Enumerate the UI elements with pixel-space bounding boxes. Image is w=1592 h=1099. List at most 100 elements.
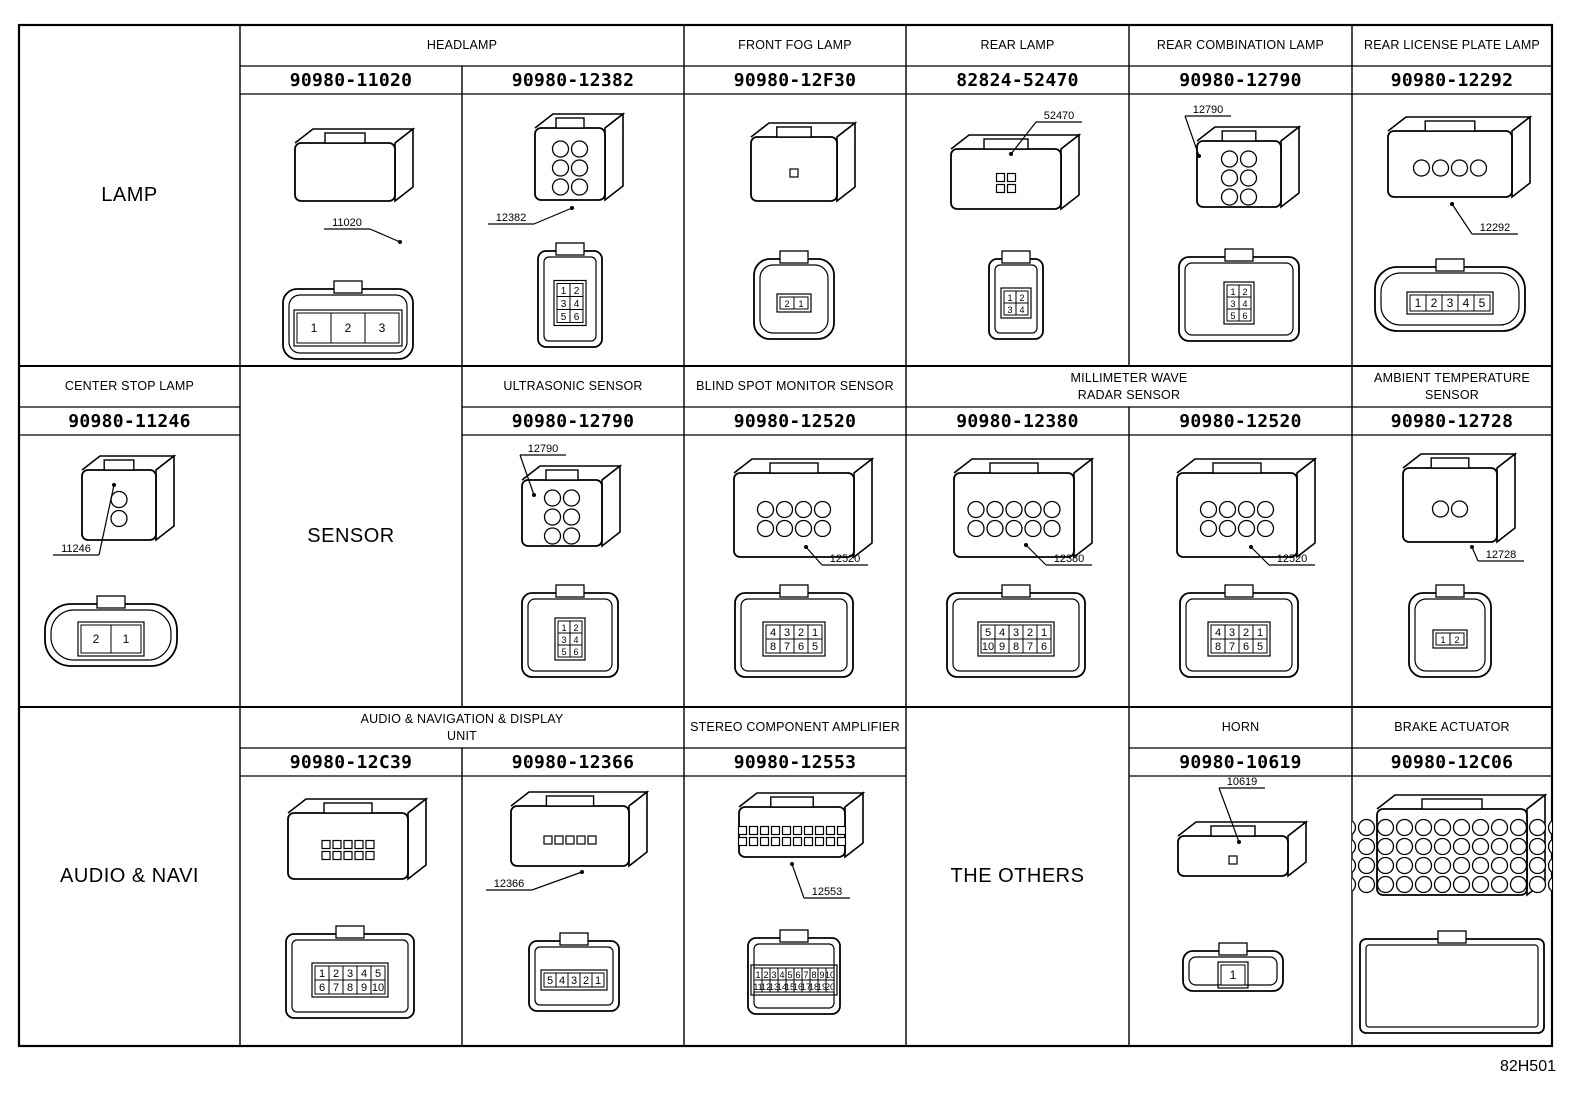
cavity [1357,875,1376,894]
housing-front [1402,467,1498,543]
header-millimeter-wave-radar-sensor: MILLIMETER WAVE RADAR SENSOR [1070,370,1188,402]
pin-cavity [330,312,366,344]
housing-side [601,464,621,548]
pin-number: 1 [812,627,818,639]
cavity [1509,837,1528,856]
pin-number: 2 [1242,287,1247,297]
cavity [1357,818,1376,837]
face-inner-outline [50,609,172,661]
cavity [1509,818,1528,837]
pin-number: 1 [755,970,760,980]
face-latch [1224,248,1254,262]
cavity [1490,818,1509,837]
housing-side [1511,115,1531,199]
cavity [1547,858,1552,873]
cavity [1395,837,1414,856]
pin-block [1217,961,1249,989]
cavity [803,825,814,836]
callout-arrowhead [1249,545,1253,549]
cavity [570,178,589,196]
callout-arrowhead [570,206,574,210]
pin-number: 8 [347,982,353,994]
cavity [1237,500,1256,519]
housing-side [1060,133,1080,211]
cavity [1006,172,1017,183]
cavity [781,836,792,847]
cavity [792,836,803,847]
pin-number: 2 [763,970,768,980]
pin-block [1406,291,1494,315]
callout-reference-number: 12292 [1480,222,1511,234]
pin-number: 8 [811,970,816,980]
pin-number: 2 [784,299,789,309]
pin-number: 3 [1230,299,1235,309]
lock-tab [776,126,812,138]
face-inner-outline [1185,598,1293,672]
pin-number: 15 [785,982,795,992]
callout-leader [1471,546,1479,562]
pin-number: 1 [561,623,566,633]
part-number-90980-12F30: 90980-12F30 [733,69,857,91]
cavity [1414,875,1433,894]
cavity [1433,837,1452,856]
cavity [1220,169,1239,187]
pin-number: 1 [1257,627,1263,639]
face-latch [335,925,365,939]
part-number-90980-12790: 90980-12790 [511,410,635,432]
cavity [792,825,803,836]
header-rear-license-plate-lamp: REAR LICENSE PLATE LAMP [1364,38,1540,52]
pin-block [1207,621,1271,657]
pin-number: 16 [793,982,803,992]
pin-number: 4 [1463,296,1470,310]
part-number-90980-12C06: 90980-12C06 [1390,751,1514,773]
callout-reference-number: 12382 [496,212,527,224]
cavity [1452,837,1471,856]
face-inner-outline [994,264,1038,334]
callout-reference-number: 12520 [1277,553,1308,565]
cavity [1239,150,1258,168]
pin-block [776,293,812,313]
part-number-90980-12553: 90980-12553 [733,751,857,773]
header-stereo-component-amplifier: STEREO COMPONENT AMPLIFIER [690,720,900,734]
housing-front [1196,140,1282,208]
pin-number: 1 [1230,287,1235,297]
pin-number: 4 [361,968,367,980]
pin-number: 6 [1242,311,1247,321]
housing-side [853,457,873,559]
cavity [1005,500,1023,519]
cavity [1433,856,1452,875]
pin-number: 1 [1230,968,1237,982]
callout-arrowhead [580,870,584,874]
face-inner-outline [527,598,613,672]
pin-block [554,617,586,661]
cavity [1471,837,1490,856]
cavity [1471,856,1490,875]
pin-number: 18 [809,982,819,992]
housing-side [1073,457,1093,559]
header-brake-actuator: BRAKE ACTUATOR [1394,720,1510,734]
callout-leader [805,546,823,566]
pin-number: 5 [1479,296,1486,310]
pin-number: 6 [795,970,800,980]
cavity [543,527,562,545]
part-number-90980-12520: 90980-12520 [1179,410,1302,432]
face-outline [1359,938,1545,1034]
pin-number: 4 [559,975,565,987]
cavity [1024,519,1042,538]
housing-front [1387,130,1513,198]
cavity [775,519,794,538]
pin-number: 5 [547,975,553,987]
part-number-90980-11246: 90980-11246 [68,410,191,432]
pin-number: 3 [561,299,567,310]
pin-number: 2 [1431,296,1438,310]
face-latch [555,242,585,256]
callout-leader [1451,203,1473,235]
face-inner-outline [543,256,597,342]
callout-leader [519,454,535,496]
lock-tab [770,796,814,808]
